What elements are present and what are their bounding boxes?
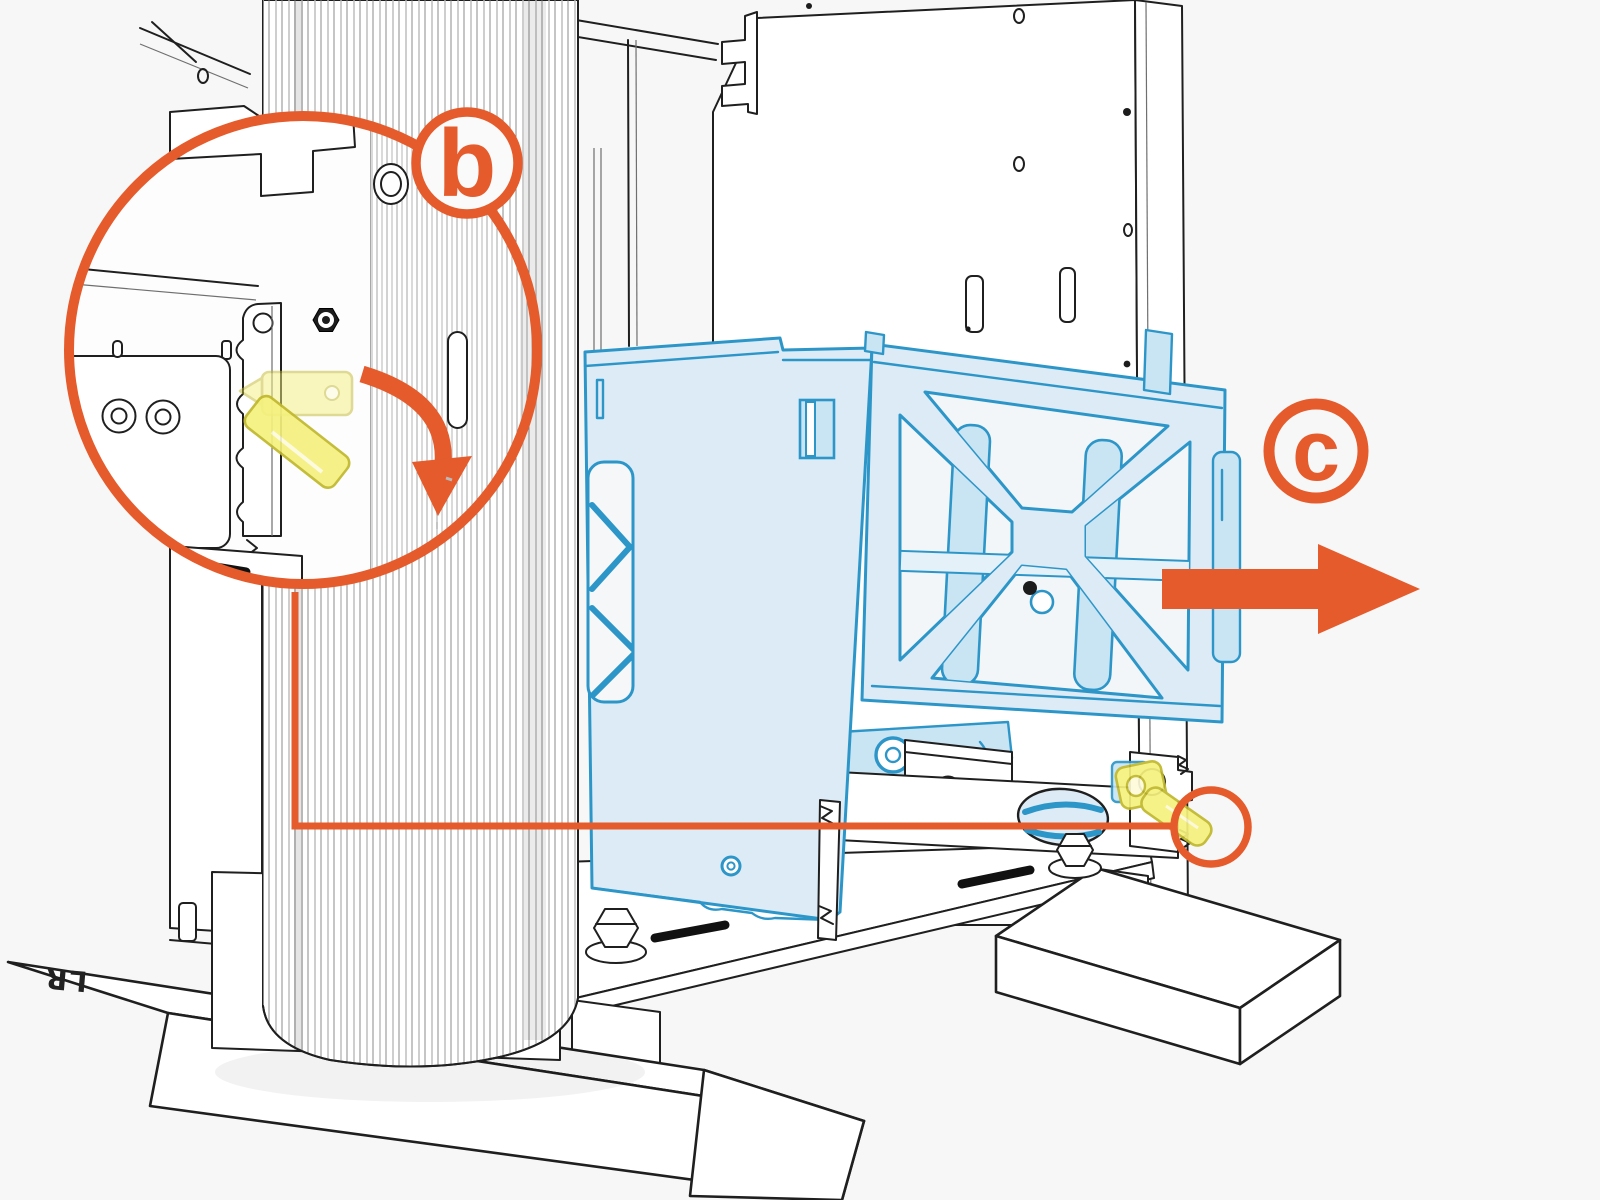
detail-connector-line bbox=[291, 592, 1174, 830]
clip-lever-ghost bbox=[238, 370, 354, 417]
rotate-clockwise-arrow bbox=[359, 365, 472, 516]
highlighted-cage bbox=[583, 328, 1242, 941]
hex-bolt-right bbox=[1048, 833, 1102, 879]
cutout-chevrons bbox=[589, 502, 633, 699]
callout-c: c bbox=[1263, 398, 1369, 504]
callout-b: b bbox=[411, 107, 523, 219]
clip-lever-rotated bbox=[243, 394, 351, 490]
panel-holes bbox=[806, 3, 1133, 368]
base-mark: LR bbox=[42, 961, 88, 998]
callout-b-label: b bbox=[438, 110, 497, 217]
slide-right-arrow bbox=[1162, 544, 1420, 634]
top-beam bbox=[469, 1, 758, 115]
linear-rail bbox=[837, 751, 1193, 859]
clip-highlight-circle bbox=[1170, 786, 1252, 868]
hex-bolt-left bbox=[585, 908, 647, 964]
magnifier-detail-circle: b bbox=[64, 107, 542, 589]
frame-struts bbox=[593, 39, 638, 350]
rail-assembly bbox=[585, 720, 1193, 964]
callout-c-label: c bbox=[1292, 403, 1340, 499]
cage-corner-rail bbox=[817, 799, 841, 941]
magnifier-rim bbox=[64, 111, 542, 589]
base-bar-right bbox=[994, 866, 1342, 1066]
cage-x-panel bbox=[860, 328, 1242, 724]
cage-right-flange bbox=[1211, 450, 1242, 664]
cage-front-panel bbox=[583, 336, 874, 922]
